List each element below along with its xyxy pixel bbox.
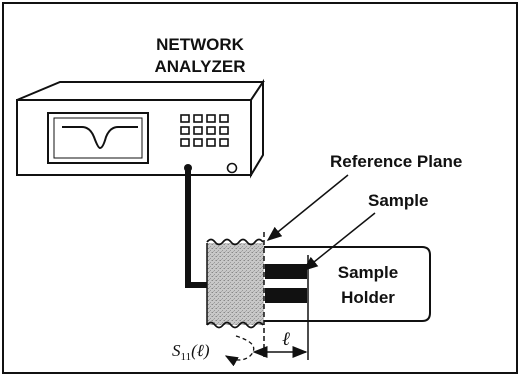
- sample-arrow: [302, 212, 376, 271]
- sample-holder-label-line2: Holder: [341, 288, 395, 307]
- reference-plane-label: Reference Plane: [330, 152, 462, 171]
- sample-bar-bottom: [265, 288, 307, 303]
- sample-holder: [264, 246, 431, 322]
- analyzer-title-line1: NETWORK: [156, 35, 245, 54]
- keypad-icon: [180, 114, 229, 147]
- reference-plane-arrow: [266, 174, 349, 241]
- sample-holder-label-line1: Sample: [338, 263, 398, 282]
- knob-icon: [226, 162, 238, 174]
- analyzer-title-line2: ANALYZER: [155, 57, 246, 76]
- length-symbol: ℓ: [282, 329, 290, 350]
- sample-bar-top: [265, 264, 307, 279]
- transmission-line-section: [206, 238, 264, 329]
- sample-label: Sample: [368, 191, 428, 210]
- s11-label: S11(ℓ): [172, 341, 210, 363]
- display-trace-icon: [47, 112, 149, 164]
- s11-reflection-arrow: [224, 335, 255, 367]
- coax-cable: [185, 168, 207, 288]
- network-analyzer-icon: [16, 78, 265, 179]
